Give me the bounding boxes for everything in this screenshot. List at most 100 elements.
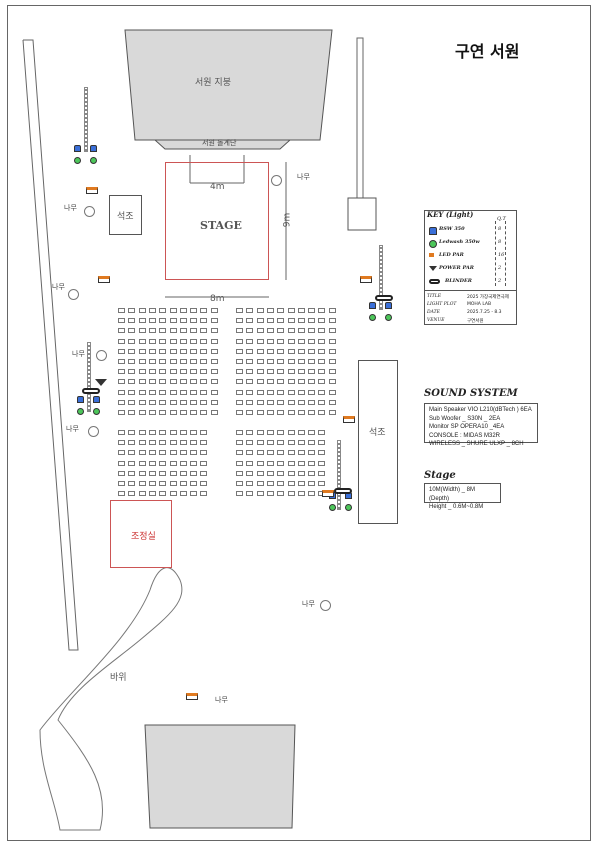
seat bbox=[118, 348, 125, 354]
led-par-icon bbox=[86, 187, 98, 194]
seat bbox=[159, 328, 167, 334]
key-meta-value: 2025.7.25 - 8.3 bbox=[467, 310, 502, 315]
seat bbox=[318, 338, 326, 344]
key-item-qty: 2 bbox=[498, 265, 502, 271]
sound-line: Monitor SP OPERA10 _4EA bbox=[429, 424, 505, 430]
seat bbox=[236, 410, 243, 415]
seat bbox=[200, 389, 208, 395]
seat bbox=[128, 318, 136, 324]
seat bbox=[328, 348, 336, 354]
seat bbox=[179, 430, 187, 435]
seat bbox=[169, 328, 177, 334]
seat bbox=[118, 328, 125, 334]
key-qty-header: Q.T bbox=[497, 216, 506, 222]
seat bbox=[256, 369, 264, 375]
seat bbox=[287, 450, 295, 456]
wash-fixture-icon bbox=[369, 314, 376, 321]
seat bbox=[148, 450, 156, 456]
seat bbox=[318, 348, 326, 354]
seat bbox=[200, 450, 208, 456]
seat bbox=[246, 410, 254, 415]
seat bbox=[200, 338, 208, 344]
seat bbox=[128, 359, 136, 364]
seat bbox=[169, 369, 177, 375]
tree-marker bbox=[320, 600, 331, 611]
seat bbox=[246, 481, 254, 486]
seat bbox=[266, 399, 274, 405]
seat bbox=[179, 338, 187, 344]
seat bbox=[297, 440, 305, 446]
seat bbox=[318, 430, 326, 435]
seat bbox=[308, 389, 316, 395]
seat bbox=[287, 369, 295, 375]
right-wall bbox=[356, 37, 364, 199]
wash-fixture-icon bbox=[345, 504, 352, 511]
seat bbox=[118, 338, 125, 344]
seat bbox=[148, 410, 156, 415]
seat bbox=[148, 389, 156, 395]
seat bbox=[318, 450, 326, 456]
key-separator bbox=[425, 290, 517, 291]
seat bbox=[128, 348, 136, 354]
seat bbox=[246, 359, 254, 364]
seat bbox=[138, 308, 146, 313]
seat bbox=[200, 460, 208, 466]
seat bbox=[128, 308, 136, 313]
seat bbox=[297, 318, 305, 324]
seat bbox=[148, 369, 156, 375]
seat bbox=[169, 440, 177, 446]
seat bbox=[179, 481, 187, 486]
seat bbox=[246, 369, 254, 375]
seat bbox=[118, 430, 125, 435]
seat bbox=[256, 430, 264, 435]
seat bbox=[328, 338, 336, 344]
seat bbox=[277, 338, 285, 344]
key-item-qty: 8 bbox=[498, 239, 502, 245]
beam-fixture-icon bbox=[369, 302, 376, 309]
left-wall bbox=[22, 39, 79, 651]
seat bbox=[148, 338, 156, 344]
seat bbox=[297, 338, 305, 344]
seat bbox=[287, 460, 295, 466]
wash-fixture-icon bbox=[429, 240, 437, 248]
dim-8m-label: 8m bbox=[210, 294, 225, 304]
seat bbox=[128, 399, 136, 405]
seat bbox=[190, 399, 198, 405]
seat bbox=[236, 318, 243, 324]
led-par-icon bbox=[98, 276, 110, 283]
seat bbox=[118, 470, 125, 476]
seat bbox=[277, 318, 285, 324]
seat bbox=[297, 470, 305, 476]
seat bbox=[169, 338, 177, 344]
seat bbox=[297, 399, 305, 405]
seat bbox=[118, 369, 125, 375]
seat bbox=[297, 369, 305, 375]
seat bbox=[148, 470, 156, 476]
seat bbox=[236, 440, 243, 446]
seat bbox=[200, 379, 208, 385]
seat bbox=[318, 308, 326, 313]
seat bbox=[138, 481, 146, 486]
seat bbox=[328, 318, 336, 324]
seat bbox=[169, 410, 177, 415]
seat bbox=[179, 450, 187, 456]
key-meta-value: 2025 가장국제연극제 bbox=[467, 295, 509, 300]
seat bbox=[266, 359, 274, 364]
seat bbox=[328, 328, 336, 334]
key-meta-label: DATE bbox=[427, 310, 440, 315]
top-building-roof bbox=[124, 29, 333, 141]
seat bbox=[277, 430, 285, 435]
seat bbox=[266, 348, 274, 354]
seat bbox=[256, 410, 264, 415]
seat bbox=[138, 379, 146, 385]
key-divider-2 bbox=[505, 221, 507, 286]
wash-fixture-icon bbox=[90, 157, 97, 164]
seat bbox=[118, 318, 125, 324]
stone-right-box: 석조 bbox=[358, 360, 398, 524]
seat bbox=[266, 369, 274, 375]
seat bbox=[246, 430, 254, 435]
beam-fixture-icon bbox=[74, 145, 81, 152]
seat bbox=[210, 410, 218, 415]
seat bbox=[277, 491, 285, 497]
key-divider-1 bbox=[495, 221, 497, 286]
